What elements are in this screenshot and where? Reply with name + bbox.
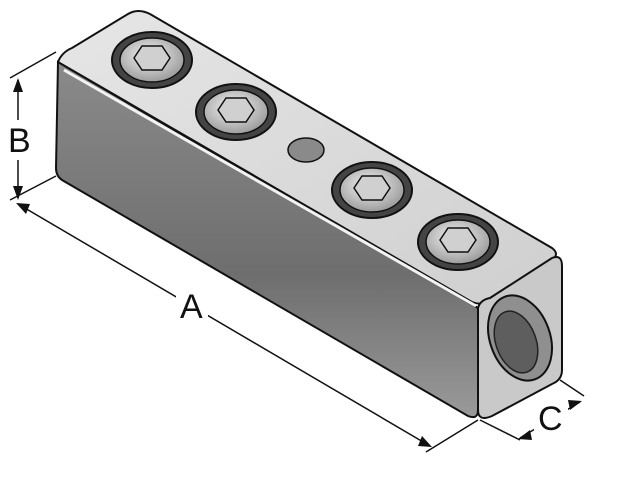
dimension-label-c: C [538,400,563,438]
hex-socket-icon [439,227,477,253]
screw-1 [111,31,193,89]
screw-4 [417,213,499,271]
block-top-edge [63,68,477,308]
screw-2 [195,83,277,141]
dimension-arrows [13,78,582,447]
center-hole [287,137,325,163]
dimension-label-a: A [180,288,203,326]
dimension-label-b: B [8,122,31,160]
screw-3 [331,161,413,219]
set-screws [111,31,499,271]
hex-socket-icon [133,45,171,71]
hex-socket-icon [353,175,391,201]
end-bore-inner [493,310,539,374]
hex-socket-icon [217,97,255,123]
dim-line-a [17,203,431,447]
